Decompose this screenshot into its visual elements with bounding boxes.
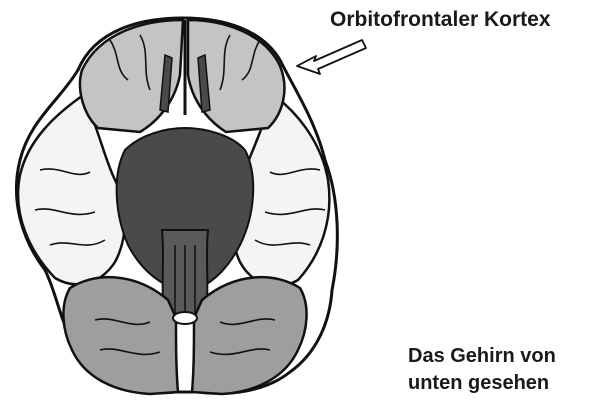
- caption-line-1: Das Gehirn von: [408, 343, 556, 370]
- medulla-tip: [173, 312, 197, 324]
- orbitofrontal-label: Orbitofrontaler Kortex: [330, 8, 551, 32]
- caption-line-2: unten gesehen: [408, 370, 556, 397]
- cerebellum-right: [192, 277, 307, 394]
- cerebellum-left: [63, 277, 178, 394]
- caption: Das Gehirn von unten gesehen: [408, 343, 556, 397]
- hollow-arrow-icon: [297, 40, 366, 74]
